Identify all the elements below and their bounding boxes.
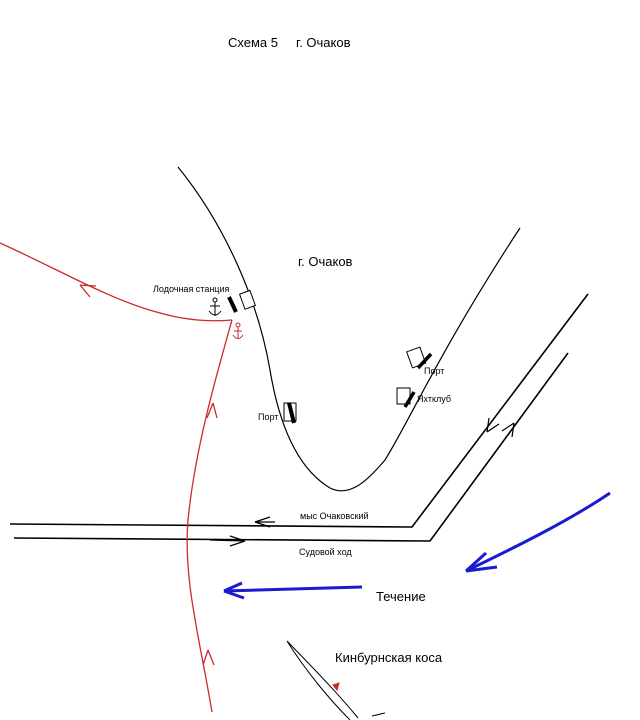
current-arrow <box>223 585 363 593</box>
pier-icon <box>238 289 257 310</box>
fairway-arrow <box>486 417 500 433</box>
anchor-icon <box>208 297 222 316</box>
scheme-title: Схема 5 г. Очаков <box>228 35 351 50</box>
label-city: г. Очаков <box>298 254 353 269</box>
label-boat-station: Лодочная станция <box>153 284 229 294</box>
label-current: Течение <box>376 589 426 604</box>
coastline <box>177 166 521 492</box>
anchor-icon <box>232 322 244 339</box>
current-arrowhead <box>464 551 498 573</box>
label-port-left: Порт <box>258 412 278 422</box>
pier-mark <box>416 352 433 370</box>
boat-route-west <box>0 242 233 322</box>
label-spit: Кинбурнская коса <box>335 650 443 665</box>
boat-route-south <box>186 319 233 713</box>
route-arrow <box>202 649 215 666</box>
label-cape: мыс Очаковский <box>300 511 369 521</box>
fairway-arrow <box>209 535 246 547</box>
route-arrow <box>79 284 97 298</box>
kinburn-spit <box>286 640 386 720</box>
route-arrow <box>206 402 218 419</box>
fairway-arrow <box>254 516 275 528</box>
label-port-right: Порт <box>424 366 444 376</box>
fairway-line-upper <box>9 293 589 528</box>
pier-mark <box>403 391 416 408</box>
label-yacht-club: Яхтклуб <box>417 394 451 404</box>
pier-mark <box>287 402 296 424</box>
current-arrow <box>465 491 611 573</box>
spit-mark <box>332 682 340 692</box>
label-fairway: Судовой ход <box>299 547 352 557</box>
pier-mark <box>227 296 238 313</box>
current-arrowhead <box>223 581 245 600</box>
fairway-arrow <box>501 422 515 438</box>
fairway-line-lower <box>13 352 569 542</box>
